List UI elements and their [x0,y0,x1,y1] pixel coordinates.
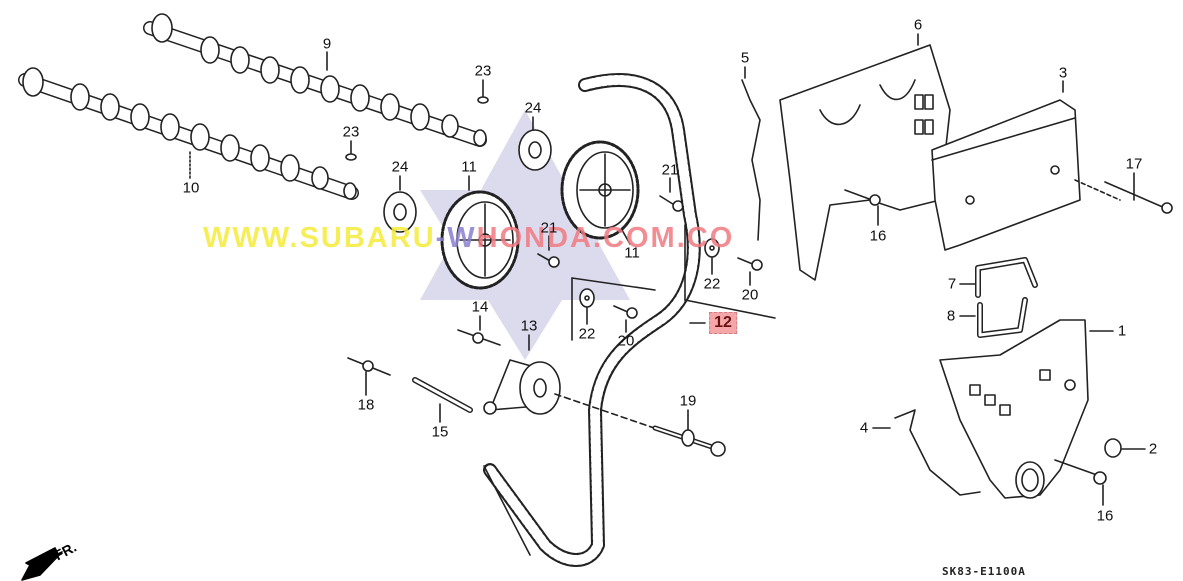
stud-15-icon [412,377,473,423]
callout-23: 23 [342,123,360,141]
upper-cover-3-icon [931,80,1121,251]
seal-5-icon [741,66,761,241]
callout-15: 15 [431,423,449,441]
callout-21: 21 [661,161,679,179]
callout-16: 16 [1096,507,1114,525]
callout-7: 7 [947,275,957,293]
callout-23: 23 [474,62,492,80]
bolt-17-icon [1104,172,1173,214]
callout-22: 22 [578,325,596,343]
watermark-honda: HONDA.COM.CO [476,222,735,254]
cap-2-icon [1104,438,1146,458]
oil-seal-24-icon [518,116,552,171]
callout-20: 20 [617,332,635,350]
bolt-20-icon [613,305,638,333]
callout-21: 21 [540,219,558,237]
callout-4: 4 [859,419,869,437]
callout-12-highlighted[interactable]: 12 [709,312,737,334]
seal-8-icon [959,297,1028,338]
callout-10: 10 [182,179,200,197]
cam-pulley-11-icon [560,140,640,245]
callout-14: 14 [471,298,489,316]
callout-13: 13 [520,317,538,335]
timing-belt-12-icon [483,73,706,567]
callout-2: 2 [1148,440,1158,458]
callout-5: 5 [740,49,750,67]
oil-seal-24-icon [383,175,417,233]
bolt-20-icon [737,257,763,286]
diagram-code: SK83-E1100A [942,565,1026,578]
callout-3: 3 [1058,64,1068,82]
watermark-www: WWW. [203,222,300,254]
callout-9: 9 [322,35,332,53]
watermark-text: WWW.SUBARU-WHONDA.COM.CO [203,222,734,255]
key-23-icon [345,140,357,161]
callout-24: 24 [524,99,542,117]
bolt-19-icon [652,409,726,457]
callout-24: 24 [391,158,409,176]
callout-11: 11 [624,244,640,262]
stud-18-icon [347,357,391,396]
washer-22-icon [579,288,595,325]
callout-8: 8 [946,307,956,325]
callout-17: 17 [1125,155,1143,173]
callout-11: 11 [461,158,477,176]
callout-6: 6 [913,16,923,34]
callout-16: 16 [869,227,887,245]
washer-22-icon [704,238,720,275]
bolt-16-icon [1054,459,1107,506]
callout-1: 1 [1117,322,1127,340]
bolt-16-icon [844,189,881,226]
camshaft-9-icon [143,13,487,147]
callout-19: 19 [679,392,697,410]
bolt-21-icon [659,177,684,212]
upper-cover-6-icon [779,33,951,281]
cam-pulley-11-icon [440,175,520,290]
stud-14-icon [457,315,501,346]
tensioner-pulley-13-icon [483,334,661,431]
camshaft-10-icon [18,67,359,200]
lower-cover-1-icon [939,319,1114,499]
watermark-dash: -W [435,222,477,254]
callout-18: 18 [357,396,375,414]
front-direction-arrow-icon [21,547,63,581]
bolt-21-icon [537,235,560,268]
watermark-subaru: SUBARU [299,222,436,254]
callout-22: 22 [703,275,721,293]
callout-20: 20 [741,286,759,304]
seal-4-icon [872,409,981,496]
seal-7-icon [959,257,1038,298]
key-23-icon [477,79,489,104]
